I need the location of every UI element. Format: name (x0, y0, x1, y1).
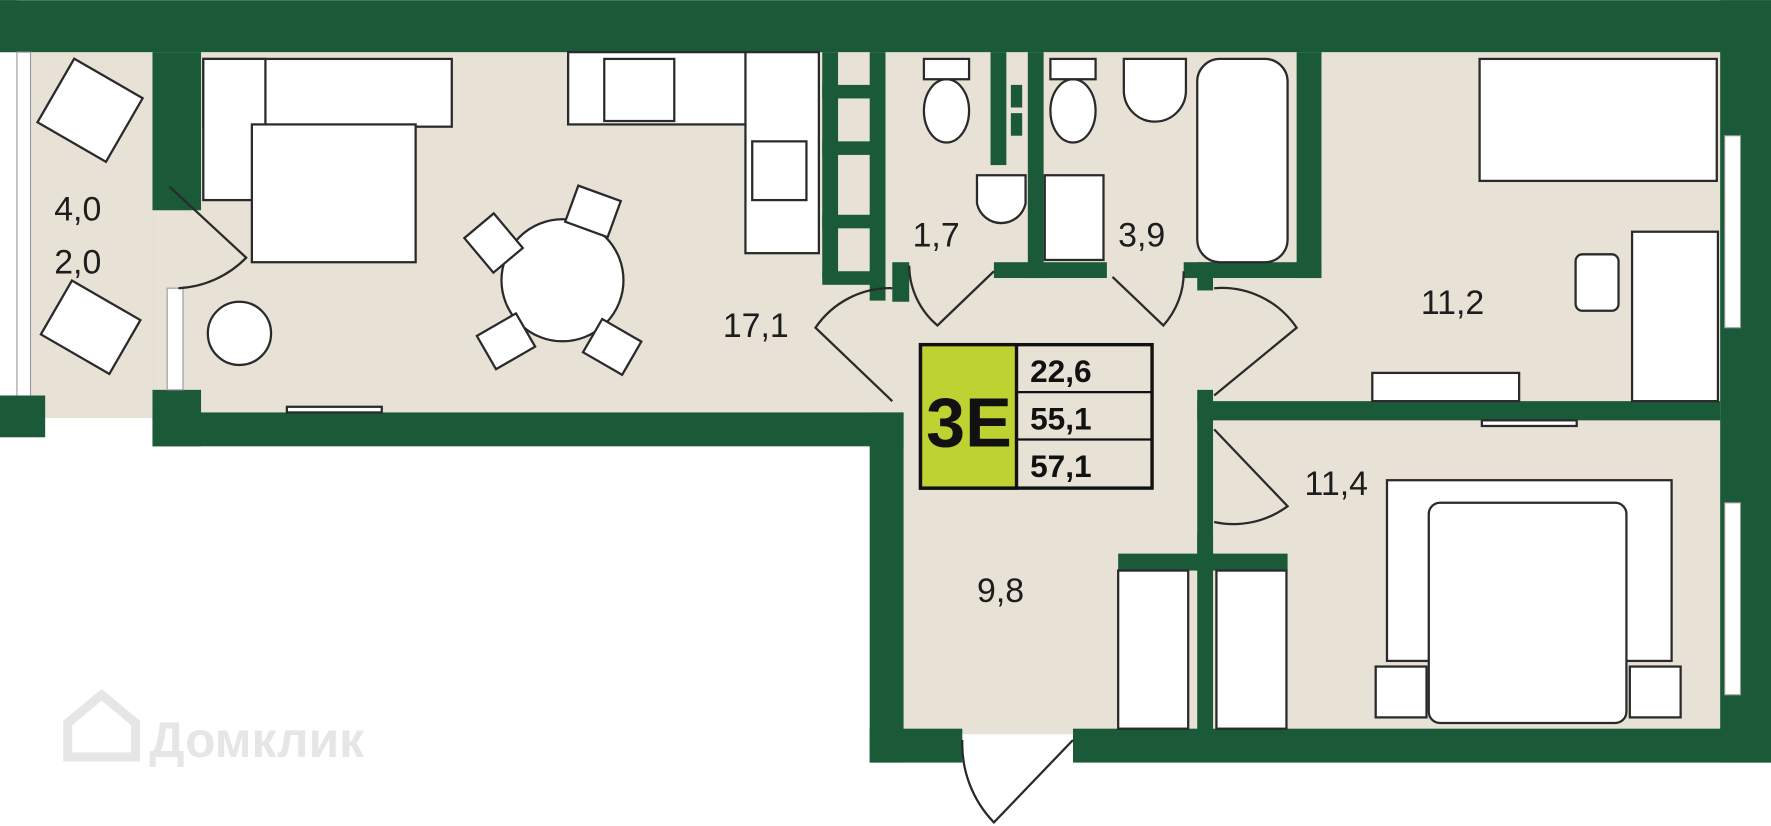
watermark-text: Домклик (149, 712, 364, 768)
total-area-with-balcony: 57,1 (1030, 448, 1092, 484)
walls (0, 0, 1771, 763)
bedroom-2-area: 11,4 (1305, 465, 1368, 503)
living-area: 22,6 (1030, 353, 1092, 389)
doors (168, 185, 1578, 825)
toilet-area: 1,7 (913, 216, 960, 254)
hallway-area: 9,8 (977, 572, 1024, 610)
apartment-info-box: 3E 22,6 55,1 57,1 (918, 342, 1154, 490)
bathroom-area: 3,9 (1118, 216, 1165, 254)
kitchen-living-area: 17,1 (723, 307, 789, 345)
balcony-area-reduced: 2,0 (54, 244, 101, 282)
furniture (35, 51, 1720, 730)
bedroom-1-area: 11,2 (1421, 284, 1484, 322)
total-area: 55,1 (1030, 400, 1092, 436)
balcony-area: 4,0 (54, 190, 101, 228)
domclick-watermark: Домклик (63, 688, 364, 768)
apartment-code: 3E (926, 383, 1012, 461)
